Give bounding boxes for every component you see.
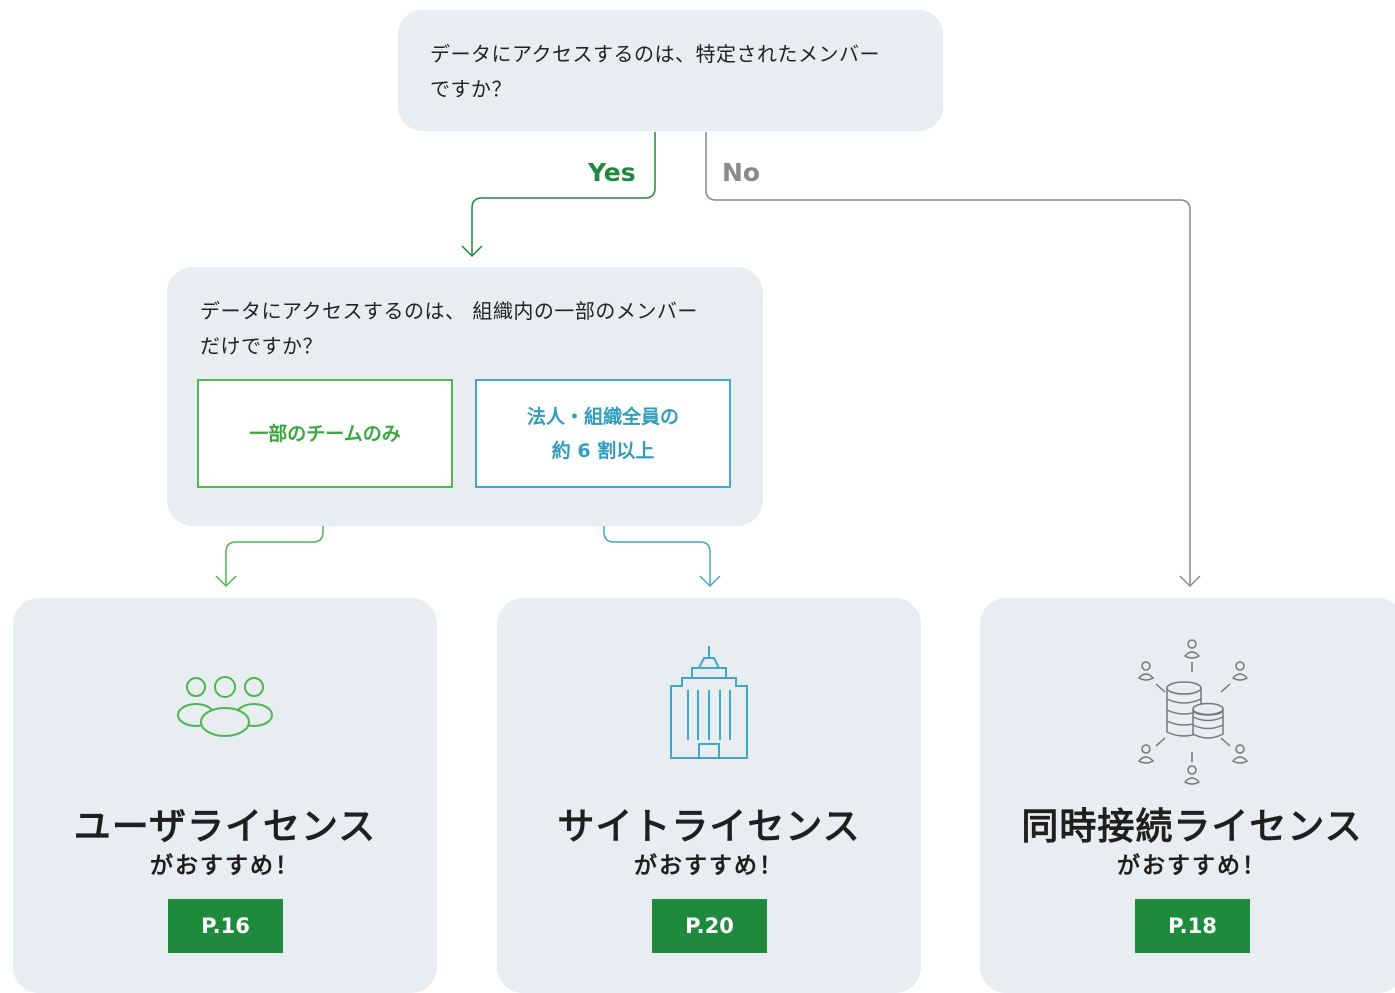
page-link-button[interactable]: P.18 xyxy=(1135,899,1250,953)
team-connector xyxy=(225,490,324,586)
result-title: 同時接続ライセンス xyxy=(1021,805,1363,848)
result-subtitle: がおすすめ！ xyxy=(634,853,784,879)
result-title: ユーザライセンス xyxy=(73,805,377,848)
page-link-button[interactable]: P.16 xyxy=(168,899,283,953)
team-arrowhead xyxy=(215,575,237,588)
result-card-site-license: サイトライセンス がおすすめ！ P.20 xyxy=(497,598,921,993)
question-1-text: データにアクセスするのは、特定されたメンバー ですか？ xyxy=(430,42,880,101)
org-arrowhead xyxy=(699,575,721,588)
yes-connector xyxy=(471,132,656,256)
no-arrowhead xyxy=(1179,575,1201,588)
result-title: サイトライセンス xyxy=(557,805,861,848)
choice-some-teams[interactable]: 一部のチームのみ xyxy=(197,379,453,488)
question-2-box: データにアクセスするのは、 組織内の一部のメンバー だけですか？ 一部のチームの… xyxy=(167,267,763,526)
shared-database-network-icon xyxy=(1137,639,1249,785)
yes-arrowhead xyxy=(461,245,483,258)
result-card-concurrent-license: 同時接続ライセンス がおすすめ！ P.18 xyxy=(980,598,1395,993)
people-group-icon xyxy=(177,676,273,737)
org-connector xyxy=(603,490,711,586)
question-1-box: データにアクセスするのは、特定されたメンバー ですか？ xyxy=(398,10,943,131)
question-2-text: データにアクセスするのは、 組織内の一部のメンバー だけですか？ xyxy=(200,299,698,358)
yes-label: Yes xyxy=(588,158,636,187)
choice-whole-organization[interactable]: 法人・組織全員の 約 6 割以上 xyxy=(475,379,731,488)
no-connector xyxy=(705,132,1191,586)
result-subtitle: がおすすめ！ xyxy=(1117,853,1267,879)
office-building-icon xyxy=(670,646,748,759)
result-subtitle: がおすすめ！ xyxy=(150,853,300,879)
page-link-button[interactable]: P.20 xyxy=(652,899,767,953)
no-label: No xyxy=(722,158,761,187)
result-card-user-license: ユーザライセンス がおすすめ！ P.16 xyxy=(13,598,437,993)
